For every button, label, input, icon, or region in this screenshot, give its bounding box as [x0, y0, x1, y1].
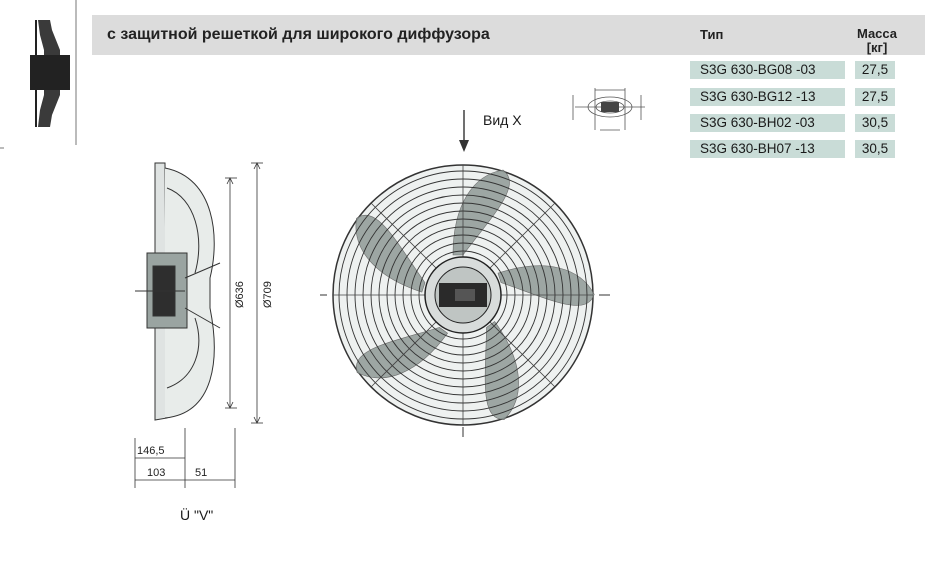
section-title: с защитной решеткой для широкого диффузо… [107, 26, 490, 43]
dim-depth-b: 51 [195, 467, 207, 479]
view-v-label: Ü "V" [180, 507, 214, 523]
model-type-2: S3G 630-BG12 -13 [690, 88, 845, 106]
fan-side-view: Ø636 Ø709 146,5 103 51 [134, 162, 274, 488]
dim-depth-a: 103 [147, 467, 165, 479]
model-mass-4: 30,5 [855, 140, 895, 158]
fan-front-view [320, 164, 610, 437]
dim-outer-diameter: Ø709 [262, 281, 274, 308]
dim-total-depth: 146,5 [137, 445, 165, 457]
model-mass-1: 27,5 [855, 61, 895, 79]
mass-unit: [кг] [866, 40, 888, 55]
fan-thumbnail-icon [0, 0, 77, 149]
mounting-mini-diagram [572, 88, 645, 131]
column-header-type: Тип [700, 27, 724, 42]
model-mass-2: 27,5 [855, 88, 895, 106]
model-type-4: S3G 630-BH07 -13 [690, 140, 845, 158]
dim-inner-diameter: Ø636 [234, 281, 246, 308]
model-type-1: S3G 630-BG08 -03 [690, 61, 845, 79]
mass-label: Масса [856, 26, 898, 41]
model-mass-3: 30,5 [855, 114, 895, 132]
model-type-3: S3G 630-BH02 -03 [690, 114, 845, 132]
view-x-arrow-icon [459, 110, 469, 152]
header-band [92, 15, 925, 55]
column-header-mass: Масса [кг] [853, 27, 901, 55]
view-x-label: Вид X [483, 112, 522, 128]
